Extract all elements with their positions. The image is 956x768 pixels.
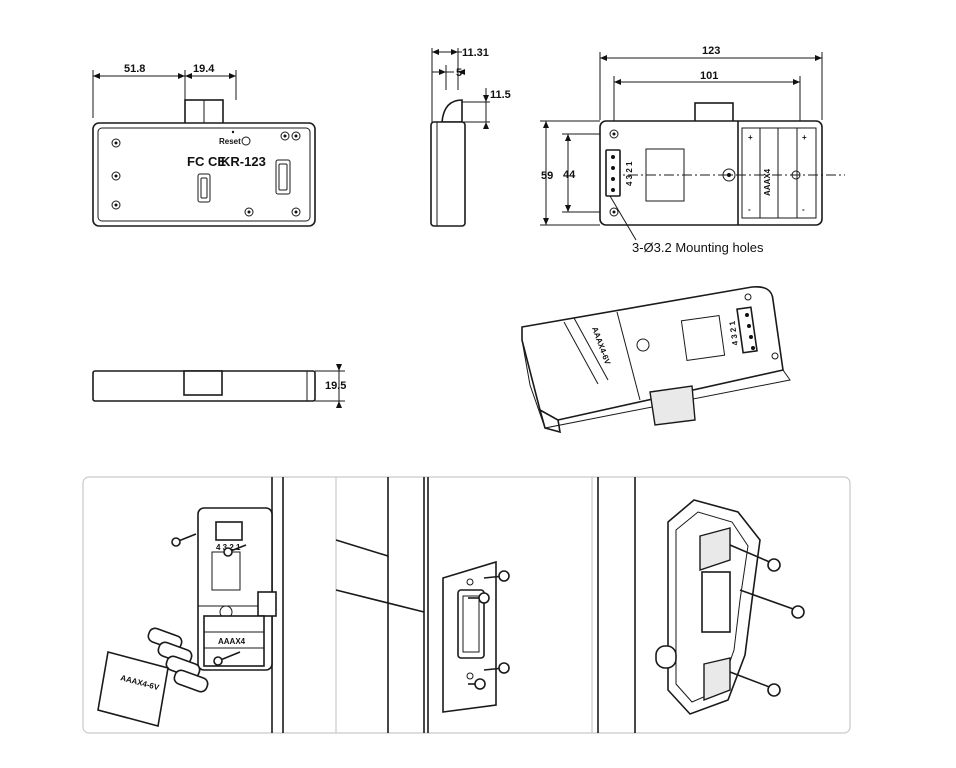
model-label: KR-123 [221, 154, 266, 169]
dim-front-latch: 19.4 [193, 63, 215, 75]
dim-side-top: 11.31 [462, 47, 489, 59]
bottom-view: 19.5 [92, 364, 346, 408]
svg-text:-: - [802, 205, 805, 214]
dim-back-inner-height: 44 [563, 169, 576, 181]
dim-side-latch: 11.5 [490, 89, 511, 101]
mounting-holes-note: 3-Ø3.2 Mounting holes [632, 240, 764, 255]
battery-label: AAAX4 [763, 168, 772, 196]
svg-text:+: + [802, 133, 807, 142]
iso-pin-numbers: 4 3 2 1 [728, 320, 740, 346]
back-pin-numbers: 4 3 2 1 [625, 161, 634, 186]
dim-side-mid: 5 [456, 67, 462, 79]
isometric-view: 4 3 2 1 AAAX4-6V [521, 285, 791, 434]
side-view: 11.31 5 11.5 [430, 47, 511, 227]
panel1-battery-strip: AAAX4 [218, 637, 246, 646]
svg-text:+: + [748, 133, 753, 142]
install-panel-strike [427, 477, 510, 733]
dim-bottom-thickness: 19.5 [325, 380, 346, 392]
dim-back-inner: 101 [700, 70, 718, 82]
dim-front-left: 51.8 [124, 63, 145, 75]
reset-label: Reset [219, 137, 241, 146]
front-view: 51.8 19.4 Reset FC CE KR-123 [92, 63, 316, 227]
dim-back-height: 59 [541, 170, 553, 182]
installation-panels: 4 3 2 1 AAAX4 AAAX4-6V [82, 476, 851, 734]
install-panel-lock: 4 3 2 1 AAAX4 AAAX4-6V [97, 477, 284, 733]
front-holes [111, 130, 301, 217]
cert-label: FC CE [187, 154, 226, 169]
svg-text:-: - [748, 205, 751, 214]
install-panel-door-edge [335, 477, 425, 733]
install-panel-bracket [597, 477, 805, 733]
back-view: 123 101 59 44 AAAX4 + - + - [540, 45, 845, 255]
dim-back-width: 123 [702, 45, 720, 57]
